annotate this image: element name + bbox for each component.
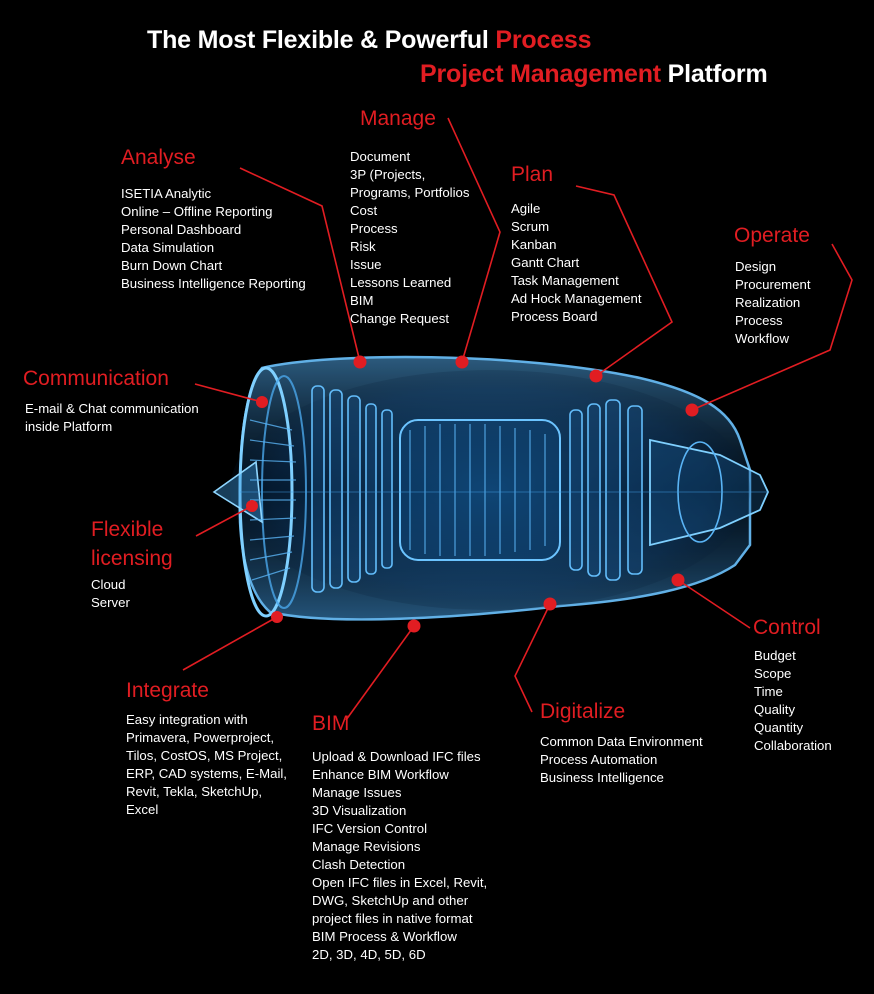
title-line-2-white: Platform (667, 60, 768, 88)
section-title-bim: BIM (312, 712, 350, 735)
list-item: Task Management (511, 273, 619, 288)
list-item: Lessons Learned (350, 275, 452, 290)
list-item: Common Data Environment (540, 734, 703, 749)
list-item: Personal Dashboard (121, 222, 242, 237)
title-line-1-white: The Most Flexible & Powerful (147, 26, 489, 54)
list-item: Agile (511, 201, 541, 216)
section-list-digitalize: Common Data Environment Process Automati… (540, 733, 703, 787)
list-item: Ad Hock Management (511, 291, 642, 306)
list-item: Scrum (511, 219, 550, 234)
list-item: Change Request (350, 311, 449, 326)
section-title-integrate: Integrate (126, 679, 209, 702)
list-item: Manage Issues (312, 785, 402, 800)
list-item: Scope (754, 666, 792, 681)
section-title-control: Control (753, 616, 821, 639)
list-item: Process (350, 221, 398, 236)
list-item: Workflow (735, 331, 789, 346)
list-item: Risk (350, 239, 376, 254)
list-item: Open IFC files in Excel, Revit, (312, 875, 488, 890)
list-item: Business Intelligence Reporting (121, 276, 306, 291)
section-list-communication: E-mail & Chat communication inside Platf… (25, 400, 199, 436)
list-item: Realization (735, 295, 801, 310)
list-item: project files in native format (312, 911, 473, 926)
list-item: Quantity (754, 720, 804, 735)
section-list-control: Budget Scope Time Quality Quantity Colla… (754, 647, 832, 755)
section-title-manage: Manage (360, 107, 436, 130)
section-list-integrate: Easy integration with Primavera, Powerpr… (126, 711, 287, 819)
title-line-1: The Most Flexible & Powerful Process (147, 26, 592, 55)
list-item: BIM Process & Workflow (312, 929, 457, 944)
list-item: ISETIA Analytic (121, 186, 212, 201)
list-item: Gantt Chart (511, 255, 580, 270)
list-item: Process Automation (540, 752, 658, 767)
list-item: Cost (350, 203, 378, 218)
list-item: Process Board (511, 309, 598, 324)
list-item: Budget (754, 648, 796, 663)
list-item: ERP, CAD systems, E-Mail, (126, 766, 287, 781)
list-item: Kanban (511, 237, 557, 252)
list-item: Manage Revisions (312, 839, 421, 854)
list-item: Quality (754, 702, 796, 717)
list-item: Time (754, 684, 783, 699)
list-item: Cloud (91, 577, 126, 592)
list-item: Business Intelligence (540, 770, 664, 785)
section-list-flexible: Cloud Server (91, 576, 130, 612)
list-item: E-mail & Chat communication (25, 401, 199, 416)
title-line-2: Project Management Platform (420, 60, 768, 89)
list-item: IFC Version Control (312, 821, 428, 836)
list-item: Enhance BIM Workflow (312, 767, 449, 782)
section-title-communication: Communication (23, 367, 169, 390)
section-list-operate: Design Procurement Realization Process W… (735, 258, 811, 348)
section-title-digitalize: Digitalize (540, 700, 626, 723)
section-list-bim: Upload & Download IFC files Enhance BIM … (312, 748, 487, 964)
list-item: Design (735, 259, 777, 274)
list-item: Revit, Tekla, SketchUp, (126, 784, 263, 799)
list-item: Data Simulation (121, 240, 215, 255)
title-line-2-red: Project Management (420, 60, 661, 88)
list-item: Upload & Download IFC files (312, 749, 481, 764)
section-list-manage: Document 3P (Projects, Programs, Portfol… (350, 148, 469, 328)
list-item: Excel (126, 802, 159, 817)
section-title-plan: Plan (511, 163, 554, 186)
list-item: 3P (Projects, (350, 167, 426, 182)
section-title-flexible-line1: Flexible (91, 518, 164, 541)
list-item: inside Platform (25, 419, 113, 434)
list-item: BIM (350, 293, 374, 308)
list-item: 3D Visualization (312, 803, 407, 818)
section-list-plan: Agile Scrum Kanban Gantt Chart Task Mana… (511, 200, 641, 326)
list-item: Issue (350, 257, 382, 272)
list-item: Server (91, 595, 130, 610)
list-item: Easy integration with (126, 712, 248, 727)
list-item: Burn Down Chart (121, 258, 223, 273)
section-list-analyse: ISETIA Analytic Online – Offline Reporti… (121, 185, 306, 293)
section-title-operate: Operate (734, 224, 810, 247)
section-title-flexible-line2: licensing (91, 547, 173, 570)
list-item: Procurement (735, 277, 811, 292)
list-item: Programs, Portfolios (350, 185, 470, 200)
list-item: Tilos, CostOS, MS Project, (126, 748, 283, 763)
list-item: Process (735, 313, 783, 328)
title-line-1-red: Process (495, 26, 592, 54)
list-item: Document (350, 149, 411, 164)
section-title-analyse: Analyse (121, 146, 196, 169)
list-item: 2D, 3D, 4D, 5D, 6D (312, 947, 426, 962)
list-item: Collaboration (754, 738, 832, 753)
list-item: Online – Offline Reporting (121, 204, 273, 219)
engine-body (212, 355, 769, 621)
list-item: DWG, SketchUp and other (312, 893, 469, 908)
list-item: Primavera, Powerproject, (126, 730, 275, 745)
list-item: Clash Detection (312, 857, 406, 872)
